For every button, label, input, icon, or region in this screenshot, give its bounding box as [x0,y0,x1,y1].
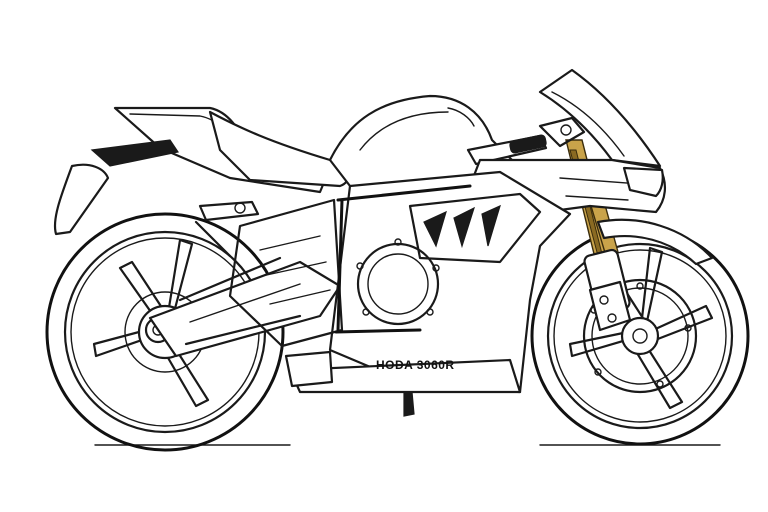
handlebar [466,116,586,166]
frame [334,184,472,334]
chain-guard [178,256,302,346]
fairing-brand-label: HODA 3060R [376,358,455,372]
front-wheel [530,226,750,446]
tail-light [90,139,179,167]
windscreen [538,68,662,168]
kickstand [403,391,415,417]
exhaust [284,350,334,388]
rear-set [194,200,260,258]
engine [228,198,440,348]
rear-hugger [53,163,110,236]
side-fairing [328,170,572,394]
fairing-vents [408,192,542,264]
headlight [622,166,664,198]
front-fender [596,218,714,266]
